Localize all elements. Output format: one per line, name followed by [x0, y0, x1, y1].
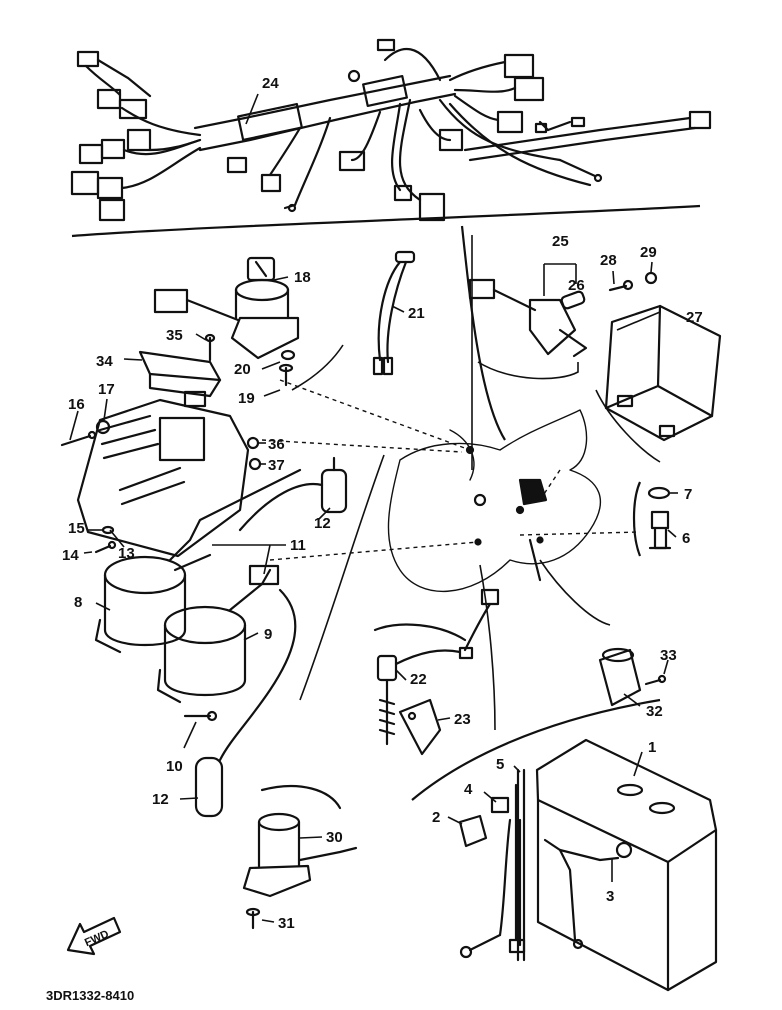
- breather-5: [516, 768, 526, 962]
- callout-36: 36: [268, 436, 285, 453]
- callout-3: 3: [606, 888, 614, 905]
- bolt-19: [278, 363, 294, 387]
- plug-cap-upper: [238, 456, 348, 532]
- callout-labels: 1 2 3 4 5 6 7 8 9 10 11 12 12 13 14 15 1…: [62, 75, 703, 932]
- callout-14: 14: [62, 547, 79, 564]
- plug-cap-lower: [194, 588, 297, 818]
- main-switch: [153, 256, 300, 360]
- callout-12-upper: 12: [314, 515, 331, 532]
- callout-33: 33: [660, 647, 677, 664]
- callout-11: 11: [290, 537, 306, 554]
- switch-assembly: [647, 486, 672, 550]
- washer-29: [644, 271, 658, 285]
- terminal-4: [490, 796, 510, 814]
- drawing-code: 3DR1332-8410: [46, 988, 134, 1003]
- bolt-10: [183, 710, 218, 722]
- callout-20: 20: [234, 361, 251, 378]
- ignition-coil-1: [94, 468, 302, 654]
- callout-7: 7: [684, 486, 692, 503]
- callout-26: 26: [568, 277, 585, 294]
- callout-9: 9: [264, 626, 272, 643]
- bracket-23: [398, 698, 442, 756]
- callout-13: 13: [118, 545, 135, 562]
- callout-19: 19: [238, 390, 255, 407]
- igniter-unit: [604, 304, 722, 442]
- callout-25: 25: [552, 233, 569, 250]
- washer-37: [248, 457, 262, 471]
- callout-1: 1: [648, 739, 656, 756]
- callout-34: 34: [96, 353, 113, 370]
- callout-32: 32: [646, 703, 663, 720]
- callout-17: 17: [98, 381, 115, 398]
- wire-harness: [70, 38, 712, 222]
- battery-band-2: [458, 814, 488, 848]
- screw-33: [644, 674, 667, 686]
- callout-18: 18: [294, 269, 311, 286]
- washer-36: [246, 436, 260, 450]
- screw-35: [204, 333, 216, 362]
- starter-relay: [468, 278, 588, 358]
- bolt-28: [608, 279, 634, 292]
- leader-lines: [69, 93, 678, 923]
- callout-23: 23: [454, 711, 471, 728]
- callout-24: 24: [262, 75, 279, 92]
- washer-20: [280, 349, 296, 361]
- callout-31: 31: [278, 915, 295, 932]
- callout-8: 8: [74, 594, 82, 611]
- callout-6: 6: [682, 530, 690, 547]
- sensor-22: [373, 623, 474, 746]
- bolt-16: [60, 430, 97, 447]
- callout-2: 2: [432, 809, 440, 826]
- callout-12-lower: 12: [152, 791, 169, 808]
- neutral-switch: [372, 250, 416, 376]
- screw-14: [94, 540, 117, 554]
- horn: [242, 784, 358, 898]
- forward-arrow-icon: FWD: [66, 916, 122, 956]
- callout-35: 35: [166, 327, 183, 344]
- battery-cables: [459, 783, 633, 959]
- callout-16: 16: [68, 396, 85, 413]
- callout-27: 27: [686, 309, 703, 326]
- callout-15: 15: [68, 520, 85, 537]
- rectifier-regulator: [138, 350, 222, 408]
- callout-10: 10: [166, 758, 183, 775]
- callout-29: 29: [640, 244, 657, 261]
- frame-outline: [387, 409, 601, 592]
- callout-4: 4: [464, 781, 473, 798]
- ignition-coil-2: [156, 564, 280, 704]
- callout-21: 21: [408, 305, 425, 322]
- callout-30: 30: [326, 829, 343, 846]
- callout-5: 5: [496, 756, 504, 773]
- callout-28: 28: [600, 252, 617, 269]
- harness-group-bracket: [71, 204, 701, 238]
- callout-22: 22: [410, 671, 427, 688]
- washer-17: [95, 419, 111, 435]
- callout-37: 37: [268, 457, 285, 474]
- battery: [535, 738, 718, 992]
- screw-31: [245, 907, 261, 930]
